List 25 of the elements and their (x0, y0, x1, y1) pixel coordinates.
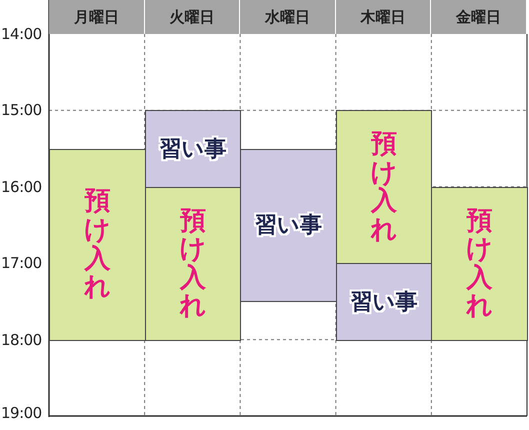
schedule-block (49, 148, 146, 341)
schedule-block (336, 110, 432, 264)
day-header: 木曜日 (336, 0, 432, 34)
time-label: 18:00 (1, 330, 42, 349)
time-label: 14:00 (1, 25, 42, 43)
schedule-block (240, 148, 337, 302)
day-header: 水曜日 (240, 0, 336, 34)
activity-label: 習い事 (254, 212, 322, 240)
activity-label: 預け入れ (466, 206, 494, 321)
day-header: 金曜日 (431, 0, 527, 34)
activity-label: 預け入れ (179, 206, 207, 321)
schedule-block (144, 186, 242, 341)
activity-label: 預け入れ (84, 187, 111, 302)
time-label: 19:00 (1, 404, 42, 422)
day-header: 月曜日 (49, 0, 145, 34)
time-label: 17:00 (1, 254, 42, 272)
schedule-block (431, 186, 528, 341)
day-header: 火曜日 (144, 0, 240, 34)
schedule-block (144, 110, 242, 188)
activity-label: 習い事 (159, 136, 226, 164)
time-label: 16:00 (1, 178, 42, 196)
time-label: 15:00 (1, 101, 42, 120)
schedule-block (336, 263, 432, 341)
activity-label: 習い事 (350, 288, 418, 317)
activity-label: 預け入れ (370, 130, 398, 244)
